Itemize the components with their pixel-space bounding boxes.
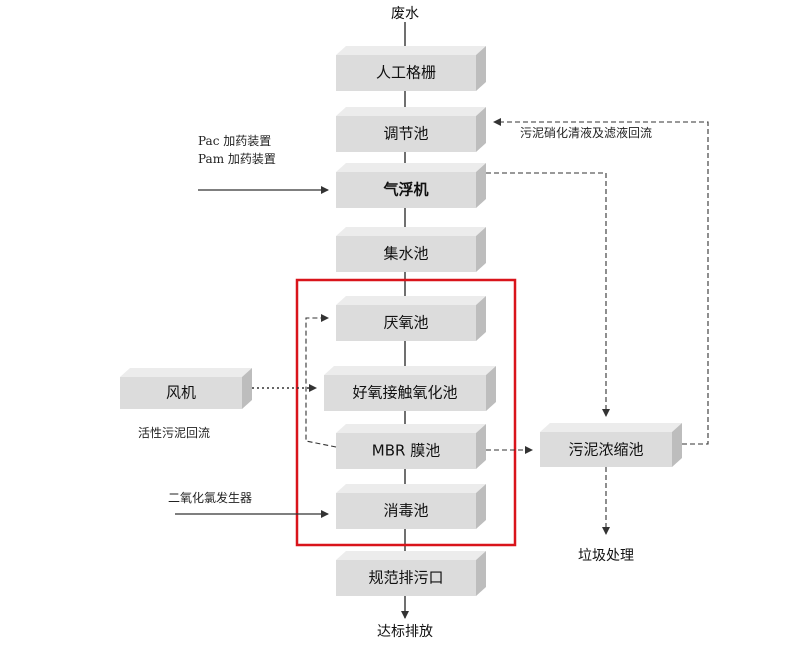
airfloat-to-sludge-line [486, 172, 610, 417]
box-mbr: MBR 膜池 [336, 424, 486, 469]
garbage-disposal-label: 垃圾处理 [578, 548, 634, 564]
box-anaerobic-label: 厌氧池 [383, 314, 428, 332]
activated-sludge-return-line [305, 314, 337, 448]
box-aerobic-label: 好氧接触氧化池 [352, 384, 457, 402]
box-disinfection-label: 消毒池 [383, 502, 428, 520]
compliant-discharge-label: 达标排放 [377, 624, 433, 640]
activated-sludge-return-label: 活性污泥回流 [138, 426, 210, 440]
box-mbr-label: MBR 膜池 [372, 442, 440, 460]
box-sludge-tank: 污泥浓缩池 [540, 423, 682, 467]
box-grille-label: 人工格栅 [376, 64, 436, 82]
box-fan-label: 风机 [166, 384, 196, 402]
bio-treatment-highlight [295, 278, 517, 547]
box-discharge: 规范排污口 [336, 551, 486, 596]
box-anaerobic: 厌氧池 [336, 296, 486, 341]
pam-dosing-label: Pam 加药装置 [198, 152, 276, 166]
box-air-float-label: 气浮机 [382, 181, 428, 199]
sludge-return-line [493, 118, 709, 445]
sludge-return-label: 污泥硝化清液及滤液回流 [520, 125, 652, 140]
box-regulating-label: 调节池 [383, 125, 428, 143]
chlorine-dioxide-label: 二氧化氯发生器 [168, 490, 252, 505]
wastewater-input-label: 废水 [391, 6, 419, 22]
box-fan: 风机 [120, 368, 252, 409]
box-grille: 人工格栅 [336, 46, 486, 91]
box-disinfection: 消毒池 [336, 484, 486, 529]
box-sludge-tank-label: 污泥浓缩池 [568, 441, 643, 459]
box-collection-label: 集水池 [383, 245, 428, 263]
box-regulating: 调节池 [336, 107, 486, 152]
box-aerobic: 好氧接触氧化池 [324, 366, 496, 411]
box-collection: 集水池 [336, 227, 486, 272]
pac-dosing-label: Pac 加药装置 [198, 134, 271, 148]
box-discharge-label: 规范排污口 [368, 569, 443, 587]
box-air-float: 气浮机 [336, 163, 486, 208]
